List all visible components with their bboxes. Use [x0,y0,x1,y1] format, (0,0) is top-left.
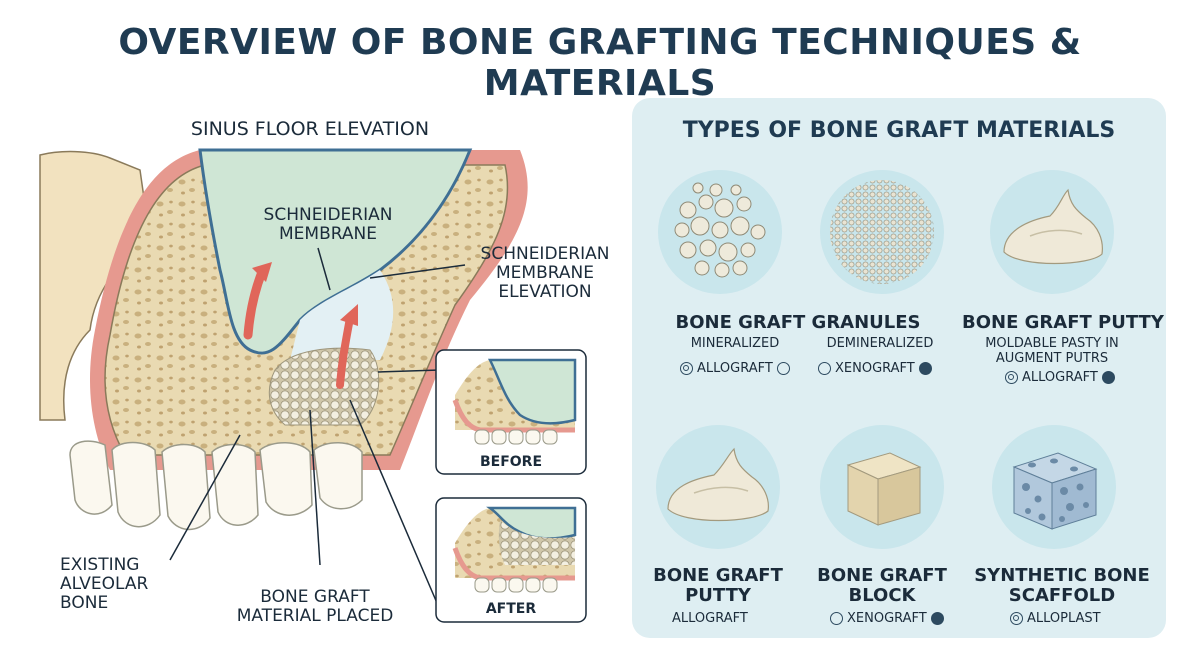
elevation-arrow-left [243,267,267,340]
granules-tag-xenograft: XENOGRAFT [818,361,932,376]
putty-top-tag: ALLOGRAFT [1005,370,1115,385]
putty-bottom-image [656,425,780,549]
after-inset-drawing [452,506,577,593]
materials-panel-title: TYPES OF BONE GRAFT MATERIALS [682,118,1116,143]
xenograft-icon [830,612,843,625]
sinus-cavity [198,148,473,355]
granules-mineralized-image [658,170,782,294]
before-caption: BEFORE [479,454,543,470]
before-inset-drawing [452,358,577,445]
granules-demineralized-image [820,170,944,294]
granules-title: BONE GRAFT GRANULES [675,312,921,333]
block-image [820,425,944,549]
globe-icon [918,362,932,375]
elevated-space [290,270,394,360]
scaffold-tag: ALLOPLAST [1010,611,1101,626]
granules-sub-demineralized: DEMINERALIZED [826,336,934,351]
block-tag: XENOGRAFT [830,611,944,626]
granules-sub-mineralized: MINERALIZED [690,336,780,351]
page-title: OVERVIEW OF BONE GRAFTING TECHNIQUES & M… [118,22,1082,104]
granules-tag-allograft: ALLOGRAFT [680,361,790,376]
scaffold-image [992,425,1116,549]
hand-icon [776,362,790,375]
elevation-arrow-right-head [340,304,358,326]
animal-icon [930,612,944,625]
xenograft-icon [818,362,831,375]
elevation-arrow-right [336,314,354,389]
allograft-icon [1005,371,1018,384]
graft-material [268,347,380,426]
alloplast-icon [1010,612,1023,625]
teeth [69,440,363,531]
after-caption: AFTER [485,601,537,617]
elevation-arrow-left-head [252,262,272,282]
sinus-elevation-illustration [39,148,587,623]
putty-top-image [990,170,1114,294]
putty-bottom-tag: ALLOGRAFT [672,611,748,626]
globe-icon [1101,371,1115,384]
sinus-elevation-heading: SINUS FLOOR ELEVATION [190,118,430,140]
putty-top-title: BONE GRAFT PUTTY [962,312,1164,333]
allograft-icon [680,362,693,375]
